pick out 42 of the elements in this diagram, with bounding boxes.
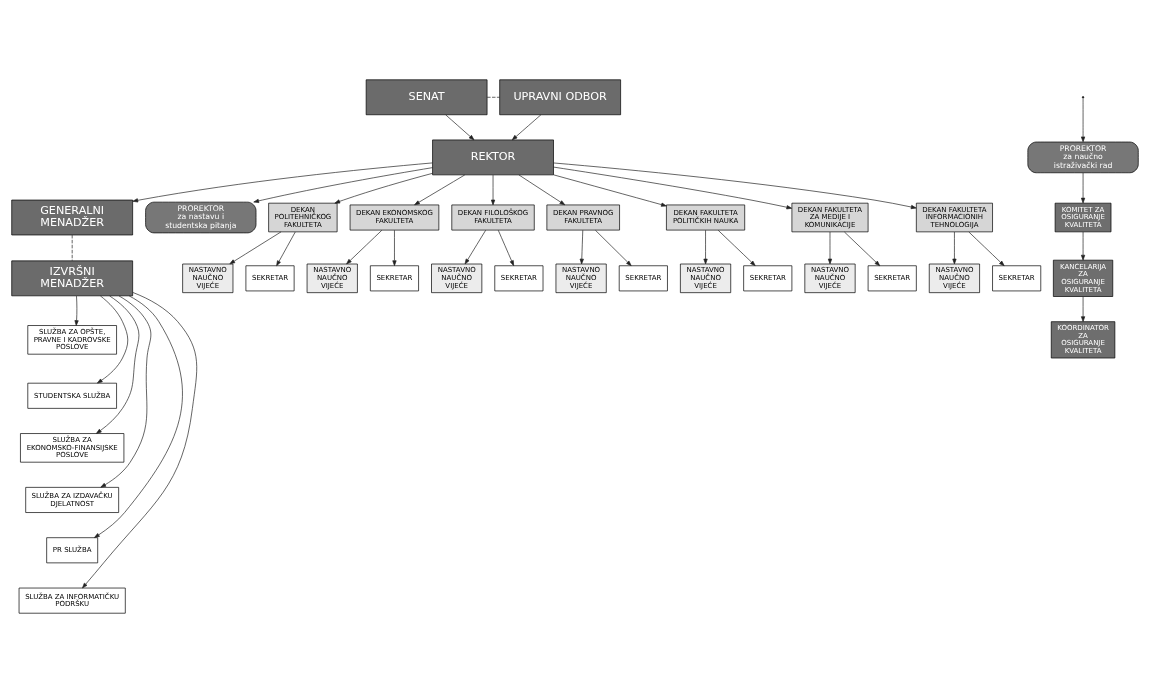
node-box: GENERALNI MENADŽER [11, 199, 133, 236]
node-box: SENAT [365, 79, 488, 116]
arrow [952, 231, 957, 265]
arrow [1081, 172, 1086, 204]
arrow [276, 231, 296, 267]
arrow [346, 229, 383, 265]
arrow [490, 174, 496, 206]
arrow [1081, 231, 1086, 261]
arrow [595, 229, 632, 266]
arrow [518, 174, 566, 206]
arrow [96, 295, 140, 434]
node-box: UPRAVNI ODBOR [499, 79, 621, 116]
arrow [82, 292, 198, 589]
arrow [579, 229, 584, 265]
arrow [445, 114, 475, 141]
arrow [497, 229, 514, 266]
arrow [392, 229, 397, 266]
node-box: REKTOR [432, 139, 554, 176]
arrow [132, 162, 433, 203]
arrow [1081, 97, 1086, 143]
arrow [1081, 296, 1086, 322]
arrow [717, 229, 756, 266]
arrow [844, 231, 881, 267]
arrow [100, 295, 152, 488]
arrow [94, 295, 183, 538]
arrow [968, 231, 1005, 267]
arrow [464, 229, 487, 265]
arrow [553, 166, 793, 210]
arrow [253, 167, 433, 203]
arrow [414, 174, 466, 206]
connector [486, 96, 501, 98]
arrow [229, 231, 282, 265]
arrow [97, 295, 129, 384]
arrow [334, 172, 433, 204]
arrow [74, 295, 79, 326]
arrow [511, 114, 542, 141]
arrow [553, 174, 667, 207]
arrow [553, 162, 917, 210]
arrow [827, 231, 833, 265]
connector [71, 234, 73, 262]
node-box: IZVRŠNI MENADŽER [11, 260, 133, 297]
arrow [703, 229, 708, 265]
